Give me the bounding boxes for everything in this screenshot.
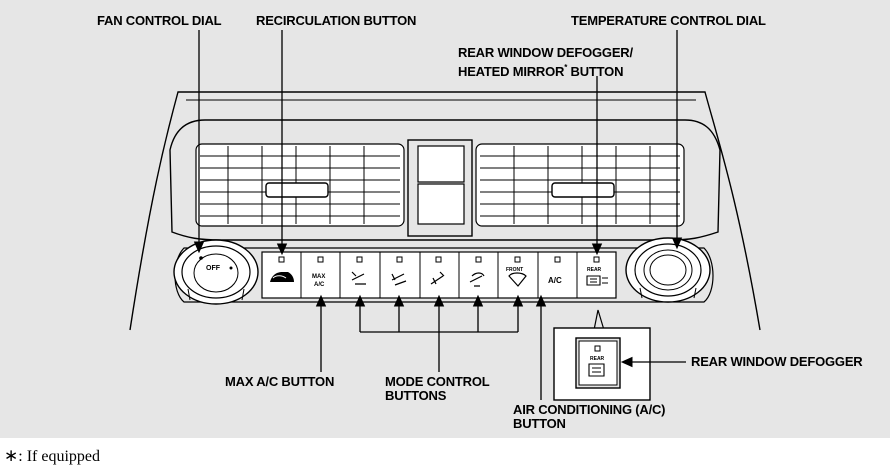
front-defrost-icon: [508, 272, 527, 287]
fan-control-dial-label: FAN CONTROL DIAL: [97, 13, 222, 28]
mode-vent-icons: [351, 271, 485, 287]
rear-defogger-button-label-line1: REAR WINDOW DEFOGGER/: [458, 45, 633, 60]
recirculation-button-icon: [270, 272, 294, 282]
rear-window-defogger-label: REAR WINDOW DEFOGGER: [691, 354, 863, 369]
front-defrost-label: FRONT: [506, 267, 523, 273]
footnote: ∗: If equipped: [4, 446, 100, 466]
callout-defogger-icon: [588, 363, 605, 377]
leader-lines: [193, 30, 686, 400]
recirculation-button-label: RECIRCULATION BUTTON: [256, 13, 417, 28]
heated-mirror-text: HEATED MIRROR: [458, 64, 565, 79]
temperature-control-dial: [625, 237, 711, 303]
if-equipped-mark: *: [564, 63, 568, 72]
fan-off-label: OFF: [206, 265, 221, 272]
right-air-vent: [475, 143, 685, 227]
footnote-mark: ∗: [4, 446, 19, 465]
air-conditioning-label-line1: AIR CONDITIONING (A/C): [513, 402, 666, 417]
mode-control-label-line1: MODE CONTROL: [385, 374, 490, 389]
callout-pointer: [593, 309, 605, 331]
button-indicator-lights: [278, 256, 600, 263]
air-conditioning-label-line2: BUTTON: [513, 416, 566, 431]
max-ac-top-label: MAX: [312, 274, 325, 280]
dashboard-outline: [129, 91, 761, 331]
ac-button-label: A/C: [548, 276, 562, 285]
callout-indicator-light: [594, 345, 601, 352]
callout-rear-label: REAR: [590, 356, 605, 362]
rear-button-label: REAR: [587, 267, 602, 273]
max-ac-button-label: MAX A/C BUTTON: [225, 374, 335, 389]
fan-control-dial: OFF: [173, 239, 259, 305]
button-text: BUTTON: [567, 64, 624, 79]
rear-defogger-button-label-line2: HEATED MIRROR* BUTTON: [458, 61, 623, 79]
left-air-vent: [195, 143, 405, 227]
center-hazard-housing: [407, 139, 473, 237]
rear-defogger-button-icon: [586, 275, 608, 286]
footnote-text: : If equipped: [18, 448, 100, 465]
climate-control-panel-illustration: OFF MAX A/C: [129, 30, 761, 401]
climate-buttons: [300, 252, 578, 298]
mode-control-label-line2: BUTTONS: [385, 388, 447, 403]
temperature-control-dial-label: TEMPERATURE CONTROL DIAL: [571, 13, 766, 28]
max-ac-bottom-label: A/C: [314, 282, 325, 288]
